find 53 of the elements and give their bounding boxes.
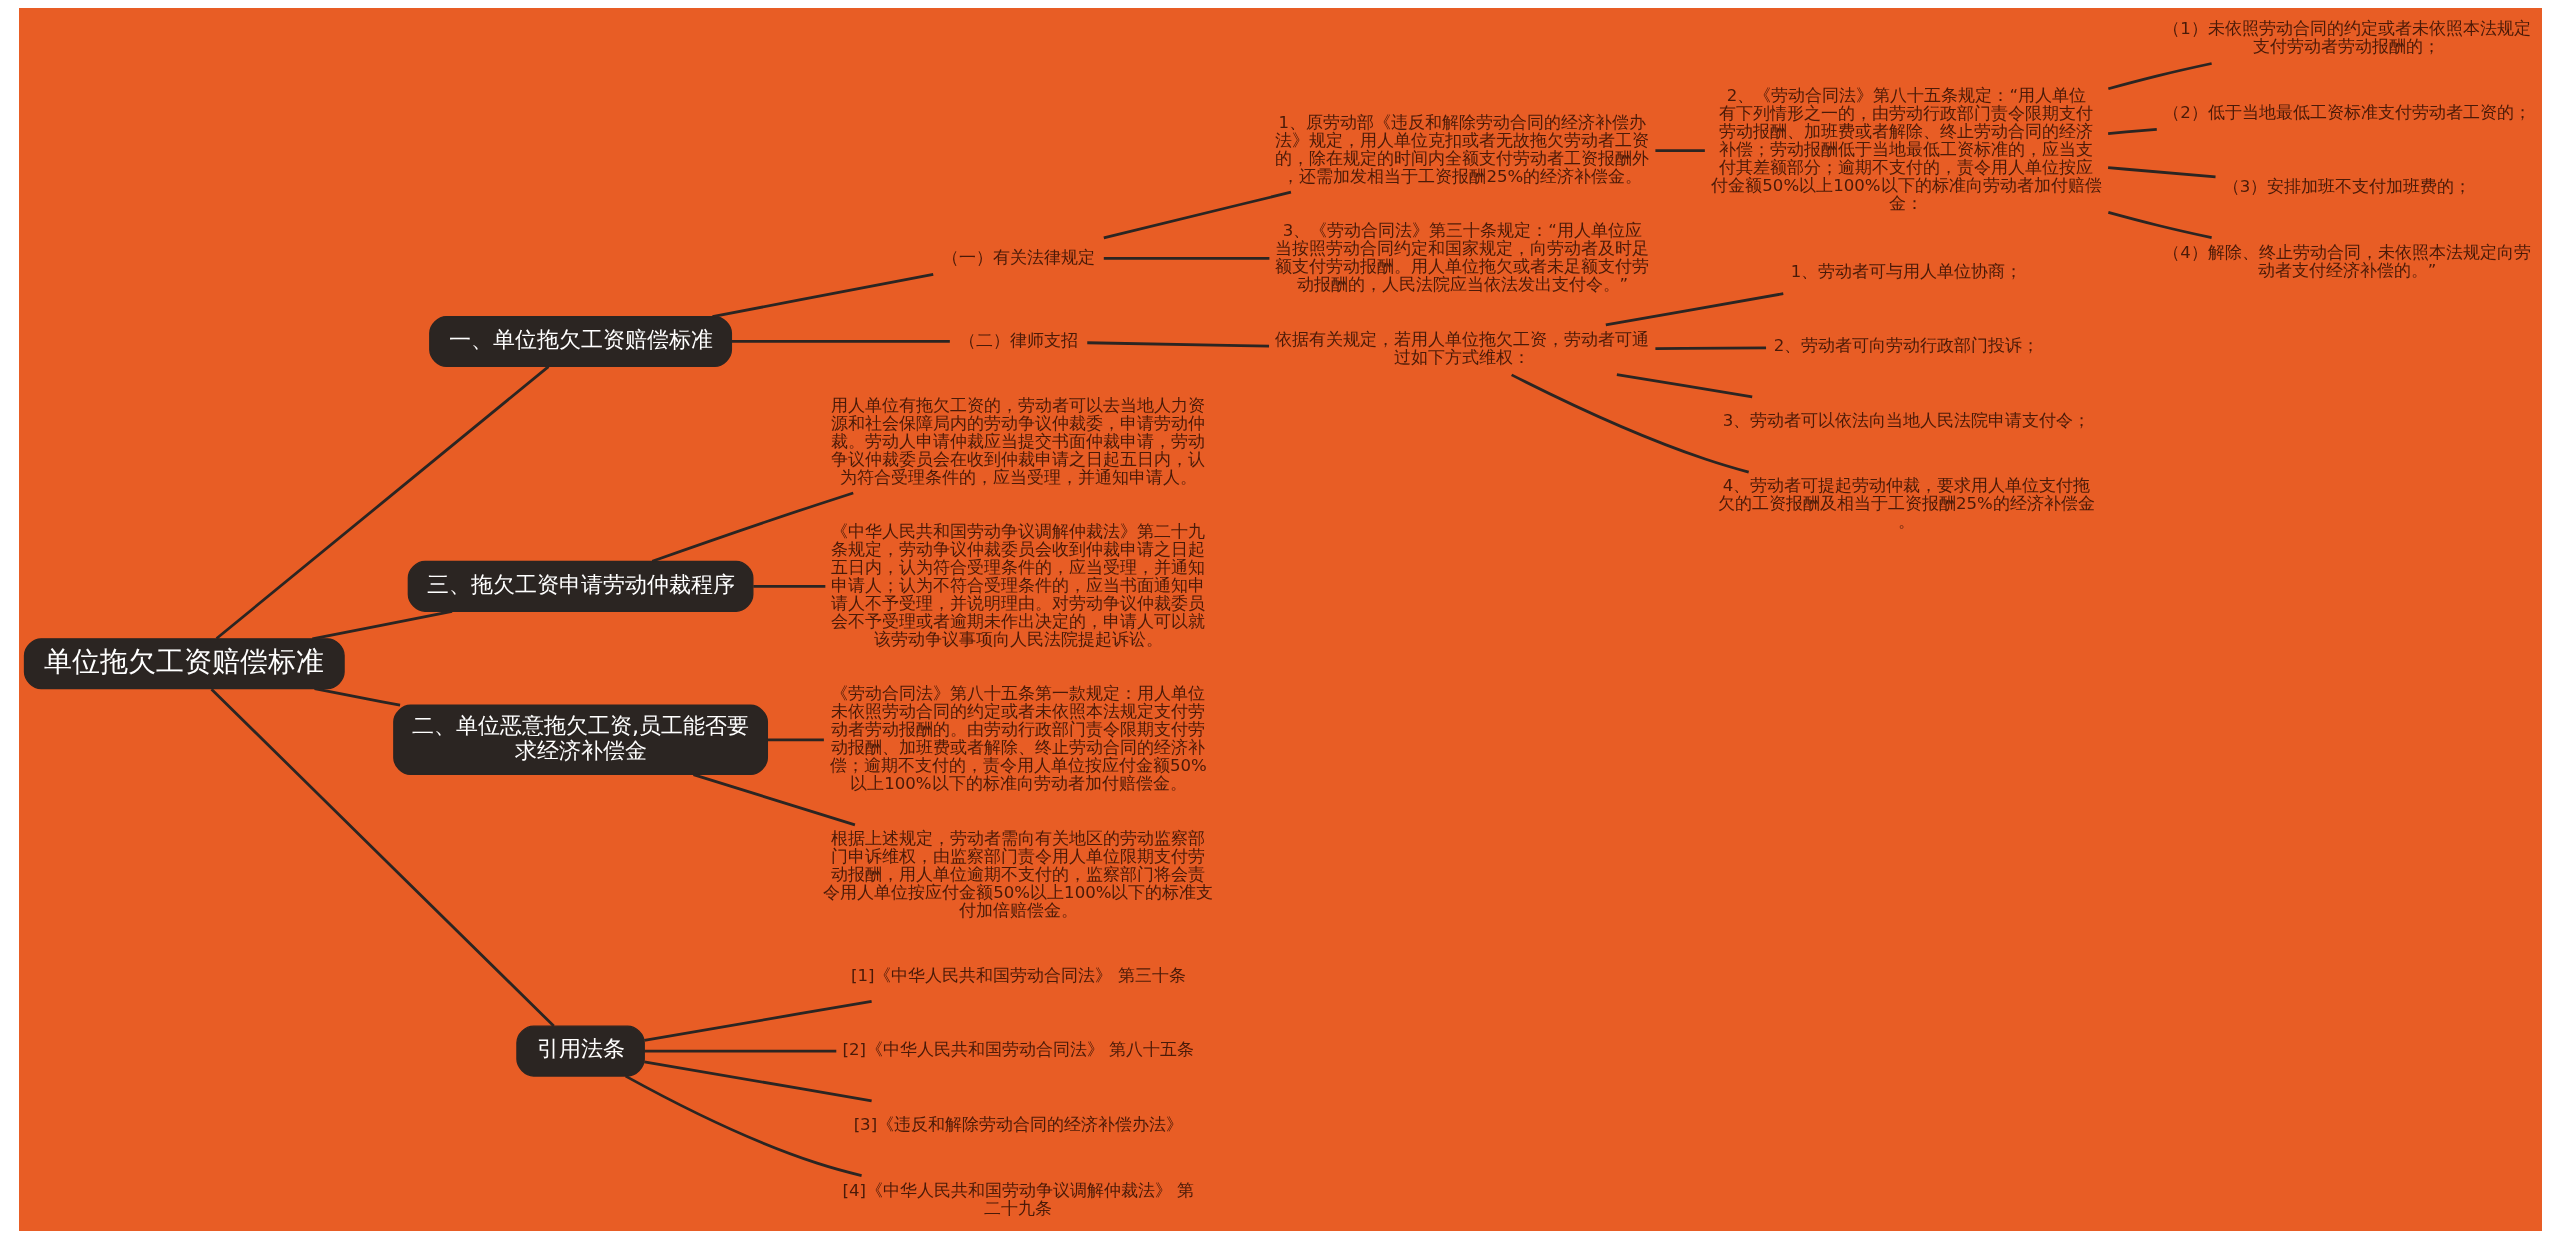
connector: [311, 609, 452, 641]
node-box: 单位拖欠工资赔偿标准: [23, 638, 345, 690]
node-text: （1）未依照劳动合同的约定或者未依照本法规定支付劳动者劳动报酬的；: [2162, 18, 2531, 56]
connector: [731, 340, 950, 343]
connector: [2107, 127, 2157, 135]
connector: [692, 773, 855, 827]
node-text: 3、《劳动合同法》第三十条规定：“用人单位应当按照劳动合同约定和国家规定，向劳动者及时足额支付劳动报酬。用人单位拖欠或者未足额支付劳动报酬的，人民法院应当依法发出支付令。”: [1274, 220, 1649, 294]
connector: [2107, 166, 2216, 179]
node-text: 3、劳动者可以依法向当地人民法院申请支付令；: [1722, 410, 2090, 430]
connector: [1605, 292, 1783, 327]
node-text: 根据上述规定，劳动者需向有关地区的劳动监察部门申诉维权，由监察部门责令用人单位限期支付劳动报酬，用人单位逾期不支付的，监察部门将会责令用人单位按应付金额50%以上100%以下的标准支付加倍赔偿金。: [822, 828, 1213, 920]
node-box: 引用法条: [515, 1025, 645, 1077]
connector: [711, 273, 933, 318]
connector: [210, 688, 555, 1028]
connector: [643, 1049, 836, 1053]
node-text: （2）低于当地最低工资标准支付劳动者工资的；: [2162, 102, 2531, 122]
node-box: 二、单位恶意拖欠工资,员工能否要求经济补偿金: [392, 704, 768, 776]
connector: [624, 1074, 862, 1177]
node-text: 依据有关规定，若用人单位拖欠工资，劳动者可通过如下方式维权：: [1274, 330, 1649, 368]
connector: [1616, 373, 1752, 399]
connector: [643, 999, 872, 1042]
connector: [215, 365, 549, 640]
node-text: （一）有关法律规定: [941, 247, 1095, 267]
node-text: [3]《违反和解除劳动合同的经济补偿办法》: [853, 1115, 1183, 1135]
node-text: 《劳动合同法》第八十五条第一款规定：用人单位未依照劳动合同的约定或者未依照本法规定支付劳动者劳动报酬的。由劳动行政部门责令限期支付劳动报酬、加班费或者解除、终止劳动合同的经济补偿；逾期不支付的，责令用人单位按应付金额50%以上100%以下的标准向劳动者加付赔偿金。: [829, 684, 1207, 794]
connector: [1102, 190, 1291, 240]
node-text: 《中华人民共和国劳动争议调解仲裁法》第二十九条规定，劳动争议仲裁委员会收到仲裁申请之日起五日内，认为符合受理条件的，应当受理，并通知申请人；认为不符合受理条件的，应当书面通知申请人不予受理，并说明理由。对劳动争议仲裁委员会不予受理或者逾期未作出决定的，申请人可以就该劳动争议事项向人民法院提起诉讼。: [830, 521, 1205, 649]
node-text: [2]《中华人民共和国劳动合同法》 第八十五条: [842, 1040, 1194, 1060]
node-text: [1]《中华人民共和国劳动合同法》 第三十条: [850, 965, 1186, 985]
node-box: 一、单位拖欠工资赔偿标准: [428, 315, 732, 368]
node-text: 2、劳动者可向劳动行政部门投诉；: [1773, 336, 2039, 356]
node-text: （二）律师支招: [958, 330, 1078, 350]
connector: [1510, 373, 1749, 474]
connector: [1654, 346, 1766, 350]
node-text: 4、劳动者可提起劳动仲裁，要求用人单位支付拖欠的工资报酬及相当于工资报酬25%的经济补偿金。: [1717, 476, 2095, 531]
node-text: （4）解除、终止劳动合同，未依照本法规定向劳动者支付经济补偿的。”: [2162, 242, 2531, 280]
node-text: [4]《中华人民共和国劳动争议调解仲裁法》 第二十九条: [842, 1180, 1194, 1218]
connector: [2107, 211, 2212, 239]
node-text: 用人单位有拖欠工资的，劳动者可以去当地人力资源和社会保障局内的劳动争议仲裁委，申请劳动仲裁。劳动人申请仲裁应当提交书面仲裁申请，劳动争议仲裁委员会在收到仲裁申请之日起五日内，认为符合受理条件的，应当受理，并通知申请人。: [830, 395, 1205, 487]
connector: [651, 491, 854, 563]
connector: [767, 738, 824, 742]
node-text: （3）安排加班不支付加班费的；: [2222, 177, 2471, 197]
connector: [752, 584, 825, 588]
connector: [643, 1060, 872, 1103]
node-text: 2、《劳动合同法》第八十五条规定：“用人单位有下列情形之一的，由劳动行政部门责令限期支付劳动报酬、加班费或者解除、终止劳动合同的经济补偿；劳动报酬低于当地最低工资标准的，应当支付其差额部分；逾期不支付的，责令用人单位按应付金额50%以上100%以下的标准向劳动者加付赔偿金：: [1710, 85, 2102, 213]
connector: [2107, 62, 2212, 91]
connector: [1086, 341, 1269, 348]
node-box: 三、拖欠工资申请劳动仲裁程序: [407, 560, 753, 612]
node-text: 1、劳动者可与用人单位协商；: [1790, 261, 2022, 281]
connector: [1654, 149, 1705, 152]
node-text: 1、原劳动部《违反和解除劳动合同的经济补偿办法》规定，用人单位克扣或者无故拖欠劳动者工资的，除在规定的时间内全额支付劳动者工资报酬外，还需加发相当于工资报酬25%的经济补偿金。: [1274, 112, 1649, 186]
connector: [1103, 257, 1269, 260]
connector: [313, 687, 400, 707]
